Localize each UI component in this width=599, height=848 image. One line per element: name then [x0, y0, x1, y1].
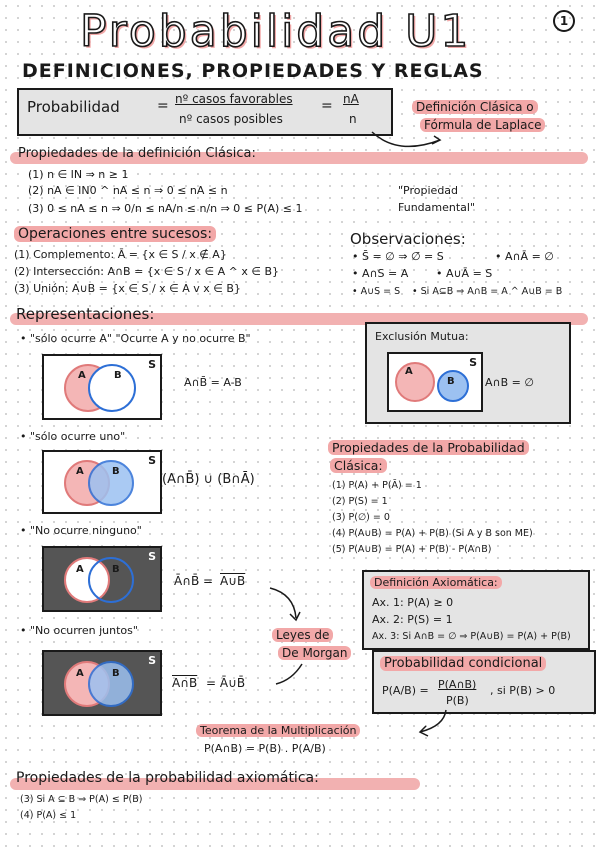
fundamental-note-line1: "Propiedad	[398, 184, 459, 197]
axiomatic-props-header: Propiedades de la probabilidad axiomátic…	[16, 770, 319, 786]
conditional-box: Probabilidad condicional P(A/B) = P(A∩B)…	[372, 650, 596, 714]
rep2-caption: • "sólo ocurre uno"	[20, 430, 126, 443]
classic-prob-prop-5: (5) P(A∪B) = P(A) + P(B) - P(A∩B)	[332, 544, 492, 555]
observation-2b: • A∪Ā = S	[436, 267, 493, 280]
circle-b	[88, 557, 134, 603]
observation-1a: • S̄ = ∅ ⇒ ∅̄ = S	[352, 250, 444, 263]
operation-2: (2) Intersección: A∩B = {x ∈ S / x ∈ A ^…	[14, 265, 279, 278]
multiplication-arrow	[418, 709, 447, 737]
classic-prop-3: (3) 0 ≤ nA ≤ n ⇒ 0/n ≤ nA/n ≤ n/n ⇒ 0 ≤ …	[28, 202, 303, 215]
classic-prob-header-line2: Clásica:	[330, 458, 387, 473]
rep4-formula-right: = Ā∪B̄	[206, 676, 246, 690]
circle-b	[88, 364, 136, 412]
observation-2a: • A∩S = A	[352, 267, 409, 280]
rep1-caption: • "sólo ocurre A" "Ocurre A y no ocurre …	[20, 332, 251, 345]
laplace-equals: =	[157, 98, 169, 114]
fundamental-note-line2: Fundamental"	[398, 201, 476, 214]
conditional-lhs: P(A/B) =	[382, 684, 429, 697]
operations-header: Operaciones entre sucesos:	[14, 226, 217, 242]
label-b: B	[112, 668, 120, 679]
label-s: S	[148, 358, 156, 371]
laplace-denominator: nº casos posibles	[179, 112, 283, 126]
axiom-1: Ax. 1: P(A) ≥ 0	[372, 596, 454, 609]
laplace-frac-num: nA	[343, 92, 359, 106]
label-a: A	[76, 564, 84, 575]
laplace-lhs: Probabilidad	[27, 98, 120, 116]
label-a: A	[76, 466, 84, 477]
laplace-arrow	[371, 131, 442, 148]
circle-b	[88, 460, 134, 506]
axiomatic-prop-4: (4) P(A) ≤ 1	[20, 810, 77, 821]
representations-header: Representaciones:	[16, 305, 155, 323]
venn-none: A B S	[42, 546, 162, 612]
laplace-eq2: =	[321, 98, 333, 114]
label-a: A	[78, 370, 86, 381]
laplace-note-line1: Definición Clásica o	[412, 100, 538, 114]
demorgan-line1: Leyes de	[272, 628, 334, 642]
laplace-formula-box: Probabilidad = nº casos favorables nº ca…	[17, 88, 393, 136]
mutual-exclusion-box: Exclusión Mutua: A B S A∩B = ∅	[365, 322, 571, 424]
conditional-num: P(A∩B)	[438, 678, 477, 691]
venn-only-one: A B S	[42, 450, 162, 514]
label-b: B	[112, 564, 120, 575]
rep3-formula-right: A∪B	[220, 574, 246, 588]
venn-not-together: A B S	[42, 650, 162, 716]
conditional-den: P(B)	[446, 694, 469, 707]
classic-prob-header-line1: Propiedades de la Probabilidad	[328, 440, 529, 455]
multiplication-formula: P(A∩B) = P(B) . P(A/B)	[204, 742, 326, 755]
conditional-cond: , si P(B) > 0	[490, 684, 556, 697]
label-b: B	[112, 466, 120, 477]
label-s: S	[148, 454, 156, 467]
observation-3a: • A∪S = S	[352, 286, 401, 297]
observation-3b: • Si A⊆B ⇒ A∩B = A ^ A∪B = B	[412, 286, 563, 297]
page-number: 1	[553, 10, 575, 32]
label-b: B	[114, 370, 122, 381]
venn-only-a: A B S	[42, 354, 162, 420]
label-b: B	[447, 376, 455, 387]
operation-3: (3) Unión: A∪B = {x ∈ S / x ∈ A v x ∈ B}	[14, 282, 241, 295]
axiom-2: Ax. 2: P(S) = 1	[372, 613, 453, 626]
classic-prob-prop-3: (3) P(∅) = 0	[332, 512, 390, 523]
laplace-note-line2: Fórmula de Laplace	[420, 118, 546, 132]
mutual-exclusion-title: Exclusión Mutua:	[375, 330, 469, 343]
label-s: S	[469, 356, 477, 369]
venn-mutual-exclusion: A B S	[387, 352, 483, 412]
classic-prob-prop-2: (2) P(S) = 1	[332, 496, 388, 507]
rep4-caption: • "No ocurren juntos"	[20, 624, 138, 637]
rep4-formula-left: A∩B	[172, 676, 198, 690]
laplace-numerator: nº casos favorables	[175, 92, 293, 106]
mutual-exclusion-formula: A∩B = ∅	[485, 376, 534, 389]
observation-1b: • A∩Ā = ∅	[495, 250, 554, 263]
circle-b	[437, 370, 469, 402]
rep3-caption: • "No ocurre ninguno"	[20, 524, 142, 537]
page-title: Probabilidad U1	[79, 5, 472, 58]
operation-1: (1) Complemento: Ā = {x ∈ S / x ∉ A}	[14, 248, 227, 261]
classic-prob-prop-4: (4) P(A∪B) = P(A) + P(B) (Si A y B son M…	[332, 528, 533, 539]
axiomatic-title: Definición Axiomática:	[370, 576, 502, 589]
classic-props-header: Propiedades de la definición Clásica:	[18, 146, 256, 161]
rep1-formula: A∩B̄ = A-B	[184, 376, 242, 389]
axiomatic-box: Definición Axiomática: Ax. 1: P(A) ≥ 0 A…	[362, 570, 590, 650]
label-a: A	[76, 668, 84, 679]
rep3-formula-left: Ā∩B̄ =	[174, 574, 214, 588]
label-s: S	[148, 550, 156, 563]
circle-b	[88, 661, 134, 707]
label-a: A	[405, 366, 413, 377]
classic-prop-1: (1) n ∈ IN ⇒ n ≥ 1	[28, 168, 129, 181]
axiomatic-prop-3: (3) Si A ⊆ B ⇒ P(A) ≤ P(B)	[20, 794, 143, 805]
classic-prop-2: (2) nA ∈ IN0 ^ nA ≤ n ⇒ 0 ≤ nA ≤ n	[28, 184, 228, 197]
observations-header: Observaciones:	[350, 230, 466, 248]
classic-prob-prop-1: (1) P(A) + P(Ā) = 1	[332, 480, 422, 491]
label-s: S	[148, 654, 156, 667]
laplace-frac-den: n	[349, 112, 357, 126]
subtitle: DEFINICIONES, PROPIEDADES Y REGLAS	[22, 60, 484, 82]
axiom-3: Ax. 3: Si A∩B = ∅ ⇒ P(A∪B) = P(A) + P(B)	[372, 631, 571, 642]
conditional-title: Probabilidad condicional	[380, 656, 547, 671]
rep2-formula: (A∩B̄) ∪ (B∩Ā)	[162, 472, 255, 487]
demorgan-line2: De Morgan	[278, 646, 352, 660]
circle-a	[395, 362, 435, 402]
multiplication-title: Teorema de la Multiplicación	[196, 724, 361, 737]
demorgan-arrow-down	[275, 663, 303, 685]
demorgan-arrow-up	[269, 587, 301, 622]
